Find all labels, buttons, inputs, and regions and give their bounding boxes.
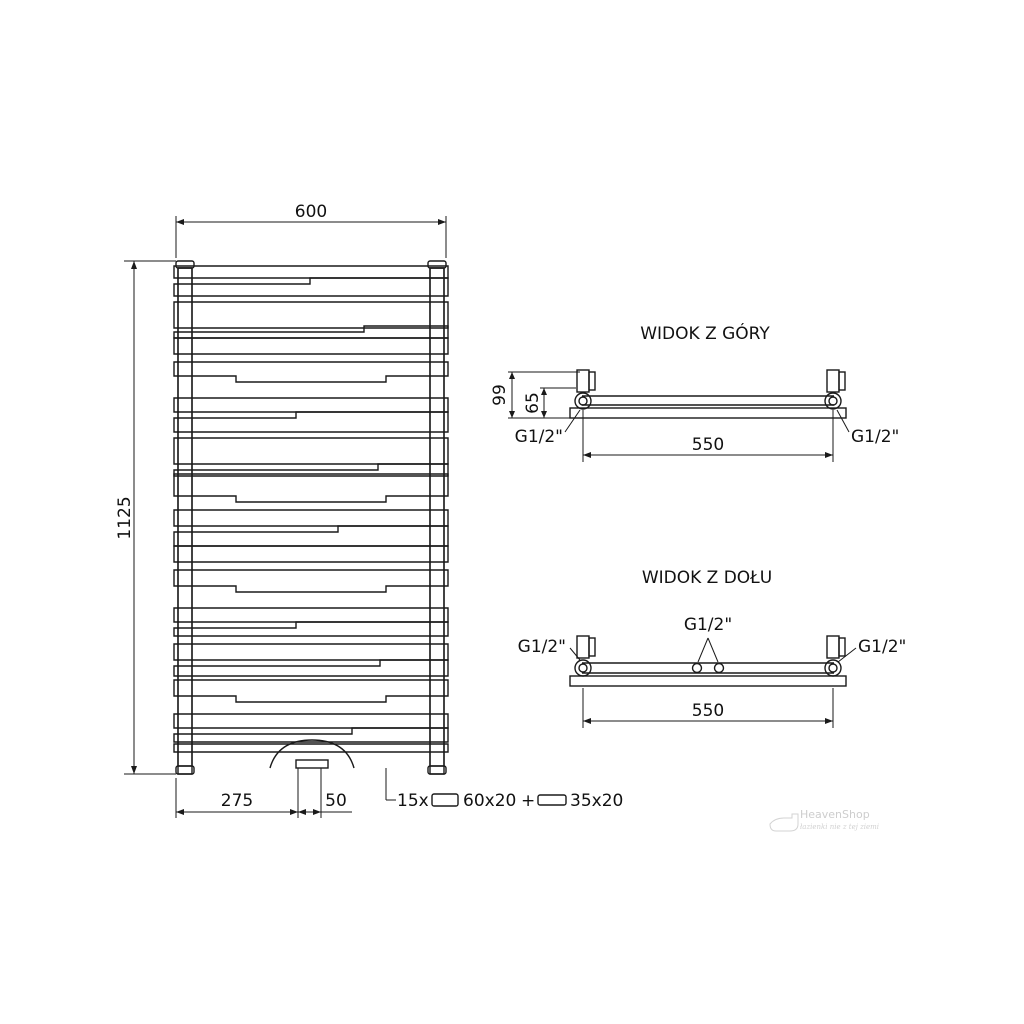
watermark: HeavenShop łazienki nie z tej ziemi — [769, 808, 879, 832]
bottom-left-leader — [569, 647, 581, 661]
spec-plus: + — [521, 791, 535, 811]
horizontal-bar — [173, 361, 449, 383]
watermark-brand: HeavenShop — [800, 808, 870, 821]
horizontal-bar — [173, 265, 449, 279]
profile-a-symbol — [431, 793, 459, 807]
top-left-leader — [564, 409, 581, 433]
bottom-connection-block — [295, 759, 329, 769]
horizontal-bar — [173, 397, 449, 413]
height-label: 1125 — [115, 496, 135, 539]
horizontal-bar — [173, 337, 449, 355]
bottom-spacing-label: 550 — [692, 701, 724, 721]
bottom-view: WIDOK Z DOŁU G1/2" G1/2" G1/2" 550 — [518, 568, 906, 728]
horizontal-bar — [173, 659, 449, 677]
bathtub-logo-icon — [769, 813, 799, 832]
bottom-view-front-bar — [569, 675, 847, 687]
right-vertical-tube — [429, 267, 445, 775]
bottom-right-leader — [837, 647, 857, 663]
left-top-cap — [175, 260, 195, 269]
horizontal-bar — [173, 525, 449, 547]
horizontal-bar — [173, 607, 449, 623]
top-right-leader — [836, 409, 850, 433]
bottom-right-connector — [824, 659, 842, 677]
horizontal-bar — [173, 437, 449, 465]
top-right-connector-label: G1/2" — [851, 427, 899, 447]
depth-inner-label: 65 — [523, 392, 543, 414]
bottom-center-connector-right — [713, 662, 725, 674]
top-view-title: WIDOK Z GÓRY — [640, 322, 770, 344]
bottom-center-connector-left — [691, 662, 703, 674]
front-view: 600 1125 275 50 15x 60x20 + 35x20 — [115, 202, 623, 818]
depth-total-label: 99 — [490, 384, 510, 406]
bottom-right-valve-body — [826, 635, 840, 659]
top-left-connector-label: G1/2" — [515, 427, 563, 447]
horizontal-bar — [173, 679, 449, 703]
spec-profile-b: 35x20 — [570, 791, 623, 811]
vertical-tube-outline — [177, 267, 193, 767]
left-vertical-tube — [177, 267, 193, 775]
bottom-center-connector-label: G1/2" — [684, 615, 732, 635]
horizontal-bar — [173, 301, 449, 329]
horizontal-bar — [173, 473, 449, 503]
spec-count: 15x — [397, 791, 429, 811]
bottom-view-title: WIDOK Z DOŁU — [642, 568, 772, 588]
top-left-valve-body — [576, 369, 590, 393]
bottom-right-connector-label: G1/2" — [858, 637, 906, 657]
horizontal-bar — [173, 545, 449, 563]
horizontal-bar — [173, 621, 449, 637]
horizontal-bar — [173, 713, 449, 729]
top-spacing-label: 550 — [692, 435, 724, 455]
bottom-left-connector-label: G1/2" — [518, 637, 566, 657]
top-right-valve-body — [826, 369, 840, 393]
vertical-tube-outline — [429, 267, 445, 767]
horizontal-bars — [173, 265, 449, 767]
offset-label: 275 — [221, 791, 253, 811]
right-bottom-cap — [427, 765, 447, 775]
profile-b-symbol — [537, 794, 567, 806]
horizontal-bar — [173, 509, 449, 527]
horizontal-bar — [173, 643, 449, 661]
top-left-connector — [574, 392, 592, 410]
right-top-cap — [427, 260, 447, 269]
horizontal-bar — [173, 569, 449, 593]
horizontal-bar — [173, 277, 449, 297]
spacing-label: 50 — [325, 791, 347, 811]
bottom-left-valve-body — [576, 635, 590, 659]
top-right-connector — [824, 392, 842, 410]
watermark-tagline: łazienki nie z tej ziemi — [800, 823, 879, 831]
bottom-left-connector — [574, 659, 592, 677]
top-view: WIDOK Z GÓRY 99 65 G1/2" G1/2" — [490, 322, 899, 462]
center-leader-left — [697, 637, 709, 663]
horizontal-bar — [173, 727, 449, 743]
horizontal-bar — [173, 411, 449, 433]
spec-profile-a: 60x20 — [463, 791, 516, 811]
horizontal-bar — [173, 743, 449, 753]
center-leader-right — [707, 637, 719, 663]
width-label: 600 — [295, 202, 327, 222]
bottom-connection-arc — [269, 739, 355, 769]
top-view-front-bar — [569, 407, 847, 419]
